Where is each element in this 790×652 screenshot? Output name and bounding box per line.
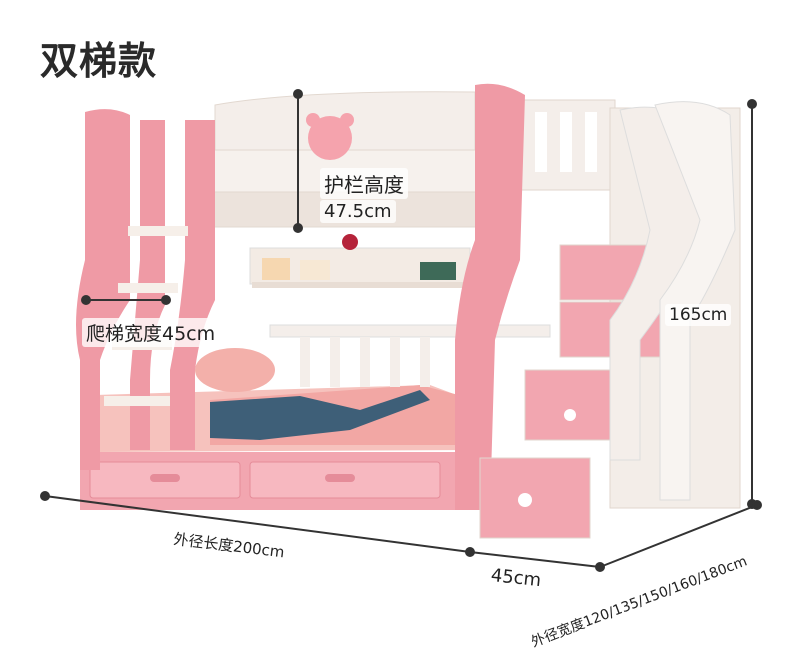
width-line bbox=[599, 504, 758, 568]
height-label: 165cm bbox=[665, 304, 732, 326]
shelf-box bbox=[262, 258, 290, 280]
middle-shelf bbox=[249, 234, 471, 288]
guardrail-height-label: 护栏高度 bbox=[320, 168, 408, 199]
pillow bbox=[195, 348, 275, 392]
shelf-flower bbox=[342, 234, 358, 250]
left-ladder bbox=[76, 109, 215, 470]
ladder-width-label: 爬梯宽度45cm bbox=[82, 318, 220, 347]
shelf-books bbox=[420, 262, 456, 280]
dimension-lines bbox=[40, 89, 762, 572]
shelf-toy bbox=[300, 260, 330, 280]
guardrail-height-value: 47.5cm bbox=[320, 200, 396, 223]
page-title: 双梯款 bbox=[40, 39, 158, 83]
right-upper-guard bbox=[519, 99, 616, 191]
bear-head-icon bbox=[308, 116, 352, 160]
lower-bed-base bbox=[80, 452, 480, 510]
lower-guardrail bbox=[269, 324, 551, 387]
center-post bbox=[455, 83, 525, 510]
length-line bbox=[44, 495, 471, 553]
stair-depth-line bbox=[469, 551, 601, 568]
